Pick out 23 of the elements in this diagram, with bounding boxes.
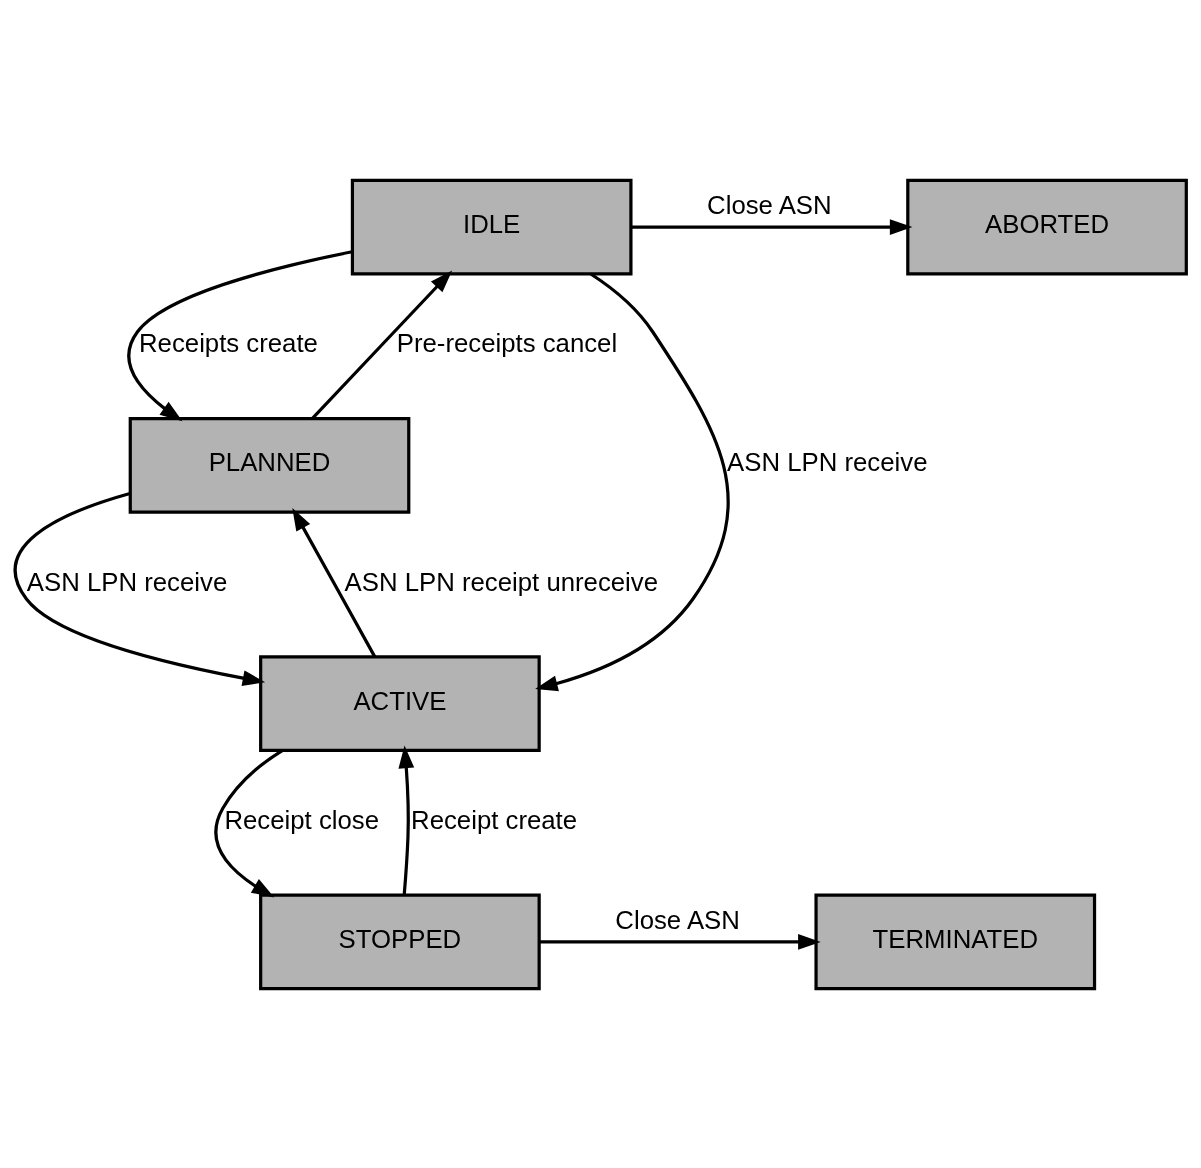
edge-label: Receipt close: [224, 805, 379, 834]
arrow: [127, 249, 353, 421]
node-box: ACTIVE: [259, 654, 541, 752]
edge-label: ASN LPN receipt unreceive: [344, 567, 659, 596]
arrow: [292, 507, 377, 658]
edge-label: Receipt create: [411, 805, 578, 834]
arrow: [13, 491, 266, 686]
node-box: PLANNED: [128, 416, 411, 514]
edge-label: Receipts create: [139, 328, 318, 357]
edge-label: ASN LPN receive: [26, 567, 228, 596]
edge-label: Close ASN: [707, 190, 832, 219]
arrow: [535, 272, 730, 691]
node-box: STOPPED: [259, 893, 541, 990]
edge-label: ASN LPN receive: [727, 447, 928, 476]
arrow: [311, 270, 453, 420]
arrow: [539, 933, 821, 950]
edge-label: Close ASN: [615, 905, 740, 934]
edge-label: Pre-receipts cancel: [396, 328, 618, 357]
node-box: IDLE: [350, 178, 633, 275]
arrow: [398, 745, 415, 895]
node-box: ABORTED: [906, 178, 1188, 275]
arrow: [631, 218, 913, 235]
node-box: TERMINATED: [814, 893, 1097, 990]
